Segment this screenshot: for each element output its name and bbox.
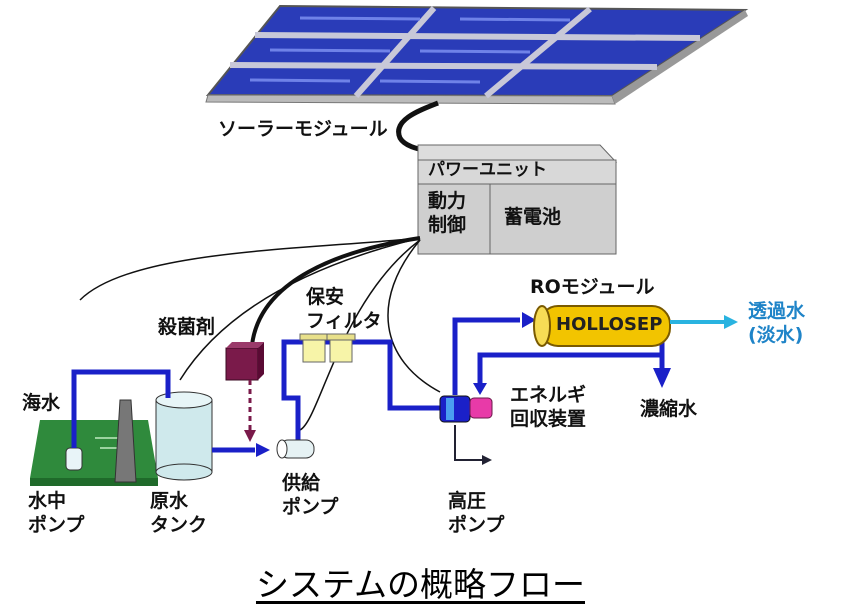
ro-module bbox=[533, 305, 671, 347]
disinfectant-box bbox=[225, 342, 264, 381]
power-control-label: 動力 制御 bbox=[428, 190, 467, 236]
solar-panel bbox=[205, 4, 749, 105]
energy-recovery-device bbox=[469, 397, 493, 419]
intake-pillar bbox=[114, 399, 137, 483]
high-pressure-pump bbox=[439, 395, 471, 423]
caption-text: システムの概略フロー bbox=[255, 565, 585, 604]
raw-water-tank-label: 原水 タンク bbox=[150, 490, 208, 536]
seawater-pool bbox=[30, 420, 158, 486]
power-unit-label: パワーユニット bbox=[428, 160, 547, 180]
high-pressure-outlet bbox=[454, 425, 482, 461]
pipe-arrow bbox=[473, 383, 487, 395]
solar-module-label: ソーラーモジュール bbox=[218, 118, 388, 140]
concentrate-arrow bbox=[653, 368, 671, 388]
control-wires bbox=[79, 237, 441, 431]
energy-recovery-label: エネルギ 回収装置 bbox=[510, 384, 587, 430]
ro-brand-label: HOLLOSEP bbox=[556, 314, 663, 335]
submersible-pump bbox=[65, 447, 83, 471]
high-pressure-pump-label: 高圧 ポンプ bbox=[448, 490, 505, 536]
submersible-pump-label: 水中 ポンプ bbox=[28, 490, 85, 536]
disinfectant-label: 殺菌剤 bbox=[158, 316, 216, 338]
pipe-arrow bbox=[522, 312, 536, 328]
battery-label: 蓄電池 bbox=[504, 206, 562, 228]
pipes bbox=[71, 317, 665, 453]
pipe-arrow bbox=[256, 443, 270, 457]
permeate-label: 透過水 (淡水) bbox=[748, 300, 806, 346]
concentrate-label: 濃縮水 bbox=[640, 398, 698, 420]
feed-pump bbox=[276, 439, 315, 459]
raw-water-tank bbox=[155, 391, 213, 481]
disinfectant-wire bbox=[250, 236, 421, 346]
safety-filter-label: 保安 フィルタ bbox=[306, 286, 382, 332]
seawater-label: 海水 bbox=[22, 392, 61, 414]
ro-module-label: ROモジュール bbox=[530, 276, 655, 298]
safety-filter bbox=[299, 333, 356, 363]
diagram-caption: システムの概略フロー bbox=[0, 558, 841, 606]
power-unit-box bbox=[417, 144, 618, 255]
feed-pump-label: 供給 ポンプ bbox=[282, 472, 339, 518]
